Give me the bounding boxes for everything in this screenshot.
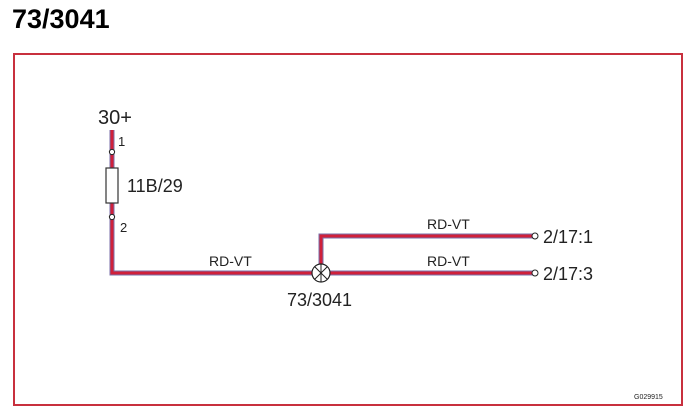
fuse-body [105,167,119,204]
fuse-label: 11B/29 [127,176,183,196]
splice-label: 73/3041 [287,290,352,310]
wire-lower-color-label: RD-VT [427,253,470,269]
connector-label-2-17-1: 2/17:1 [543,227,593,247]
connector-end-2-17-1 [531,232,539,240]
diagram-frame [13,53,683,406]
image-code: G029915 [634,394,663,401]
connector-end-2-17-3 [531,269,539,277]
wire-feed-color-label: RD-VT [209,253,252,269]
fuse-pin-1-label: 1 [118,134,125,149]
fuse-pin-2-label: 2 [120,220,127,235]
wire-upper [318,233,533,273]
fuse-pin-1-marker [108,148,116,156]
wire-feed [109,130,321,276]
connector-label-2-17-3: 2/17:3 [543,264,593,284]
wire-upper-color-label: RD-VT [427,216,470,232]
splice-symbol [311,263,331,283]
supply-label: 30+ [98,107,132,129]
page-title: 73/3041 [12,4,110,34]
fuse-pin-2-marker [108,213,116,221]
